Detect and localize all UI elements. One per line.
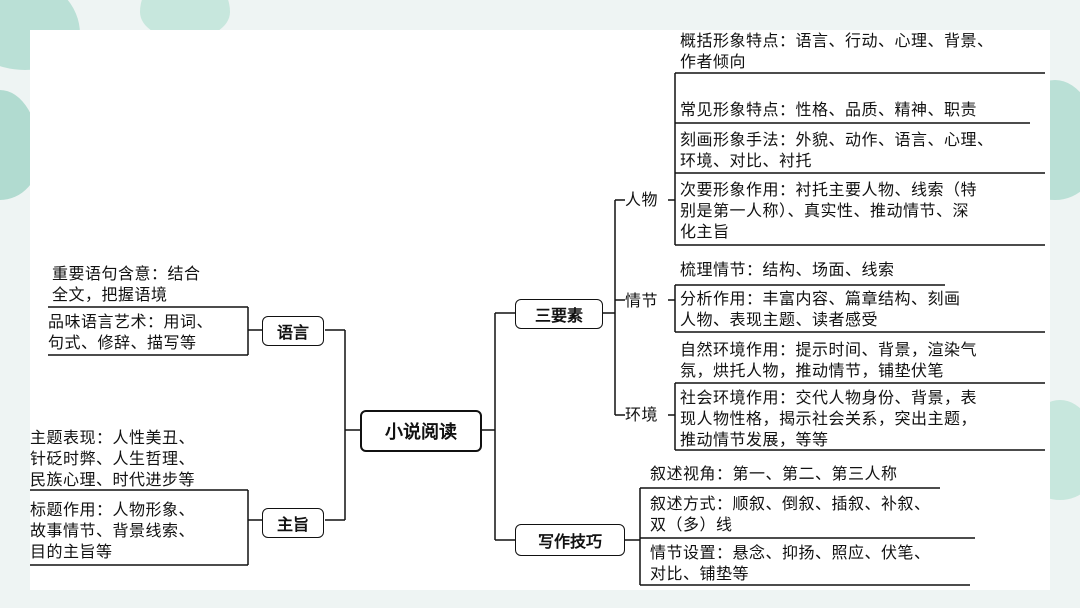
character-item: 刻画形象手法：外貌、动作、语言、心理、 环境、对比、衬托 [680,130,994,170]
three-elements-node: 三要素 [515,299,603,329]
plot-item: 梳理情节：结构、场面、线索 [680,260,895,279]
character-item: 次要形象作用：衬托主要人物、线索（特 别是第一人称）、真实性、推动情节、深 化主… [680,180,978,241]
plot-item: 分析作用：丰富内容、篇章结构、刻画 人物、表现主题、读者感受 [680,289,961,329]
character-item: 概括形象特点：语言、行动、心理、背景、 作者倾向 [680,31,994,71]
theme-item: 主题表现：人性美丑、 针砭时弊、人生哲理、 民族心理、时代进步等 [30,428,196,489]
theme-node: 主旨 [262,508,324,538]
center-node: 小说阅读 [360,410,482,452]
writing-item: 叙述视角：第一、第二、第三人称 [650,464,898,483]
writing-item: 情节设置：悬念、抑扬、照应、伏笔、 对比、铺垫等 [650,543,931,583]
environment-item: 社会环境作用：交代人物身份、背景，表 现人物性格，揭示社会关系，突出主题， 推动… [680,388,978,449]
environment-label: 环境 [625,405,659,424]
environment-item: 自然环境作用：提示时间、背景，渲染气 氛，烘托人物，推动情节，铺垫伏笔 [680,340,978,380]
language-item: 重要语句含意：结合 全文，把握语境 [52,264,201,304]
character-item: 常见形象特点：性格、品质、精神、职责 [680,100,978,119]
character-label: 人物 [625,190,659,209]
writing-item: 叙述方式：顺叙、倒叙、插叙、补叙、 双（多）线 [650,494,931,534]
theme-item: 标题作用：人物形象、 故事情节、背景线索、 目的主旨等 [30,500,196,561]
plot-label: 情节 [625,291,659,310]
language-item: 品味语言艺术：用词、 句式、修辞、描写等 [48,312,214,352]
language-node: 语言 [262,316,324,346]
writing-skills-node: 写作技巧 [515,524,625,556]
